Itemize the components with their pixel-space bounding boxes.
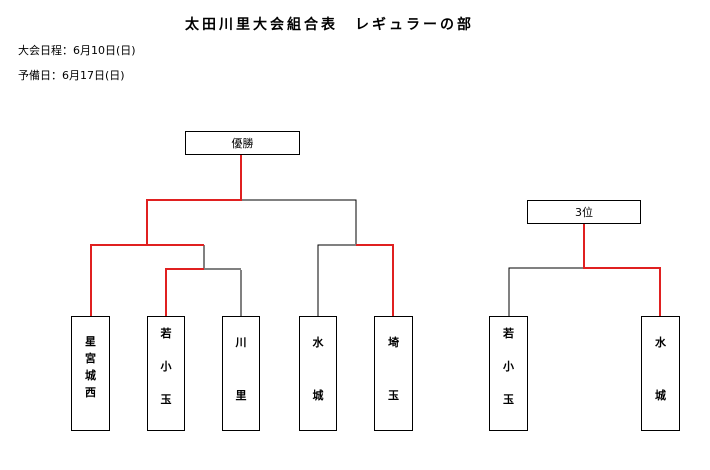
team-char: 小 [160,360,172,373]
team-char: 若 [160,327,172,340]
team-char: 埼 [388,336,399,349]
team-char: 川 [235,336,247,349]
team-char: 西 [85,386,96,399]
champion-box: 優勝 [185,131,300,155]
team-char: 星 [85,335,96,348]
third-team-box-mizushiro: 水 城 [641,316,680,431]
team-box-hoshimiya-josai: 星 宮 城 西 [71,316,110,431]
team-char: 若 [503,327,514,340]
page-title: 太田川里大会組合表 レギュラーの部 [185,17,474,33]
team-char: 城 [85,369,96,382]
winner-line [356,244,394,316]
reserve-date: 予備日：6月17日(日) [18,69,125,82]
team-char: 城 [655,389,666,402]
team-char: 里 [235,389,247,402]
team-box-kawasato: 川 里 [222,316,260,431]
team-char: 水 [655,336,666,349]
champion-label: 優勝 [231,137,254,150]
third-team-box-wakakodama: 若 小 玉 [489,316,528,431]
third-place-box: 3位 [527,200,641,224]
team-char: 宮 [85,352,96,365]
team-box-wakakodama: 若 小 玉 [147,316,185,431]
team-char: 城 [312,389,324,402]
winner-line [90,244,204,316]
bracket-line [317,244,356,316]
team-box-mizushiro: 水 城 [299,316,337,431]
winner-line [146,155,242,245]
bracket-line [508,267,584,316]
third-place-label: 3位 [575,206,593,219]
tournament-date: 大会日程：6月10日(日) [18,44,136,57]
team-char: 玉 [388,389,399,402]
team-char: 玉 [503,393,514,406]
team-box-saitama: 埼 玉 [374,316,413,431]
winner-line [583,224,661,316]
bracket-line [241,199,357,244]
winner-line [165,268,204,316]
team-char: 小 [503,360,514,373]
team-char: 玉 [160,393,172,406]
team-char: 水 [312,336,324,349]
